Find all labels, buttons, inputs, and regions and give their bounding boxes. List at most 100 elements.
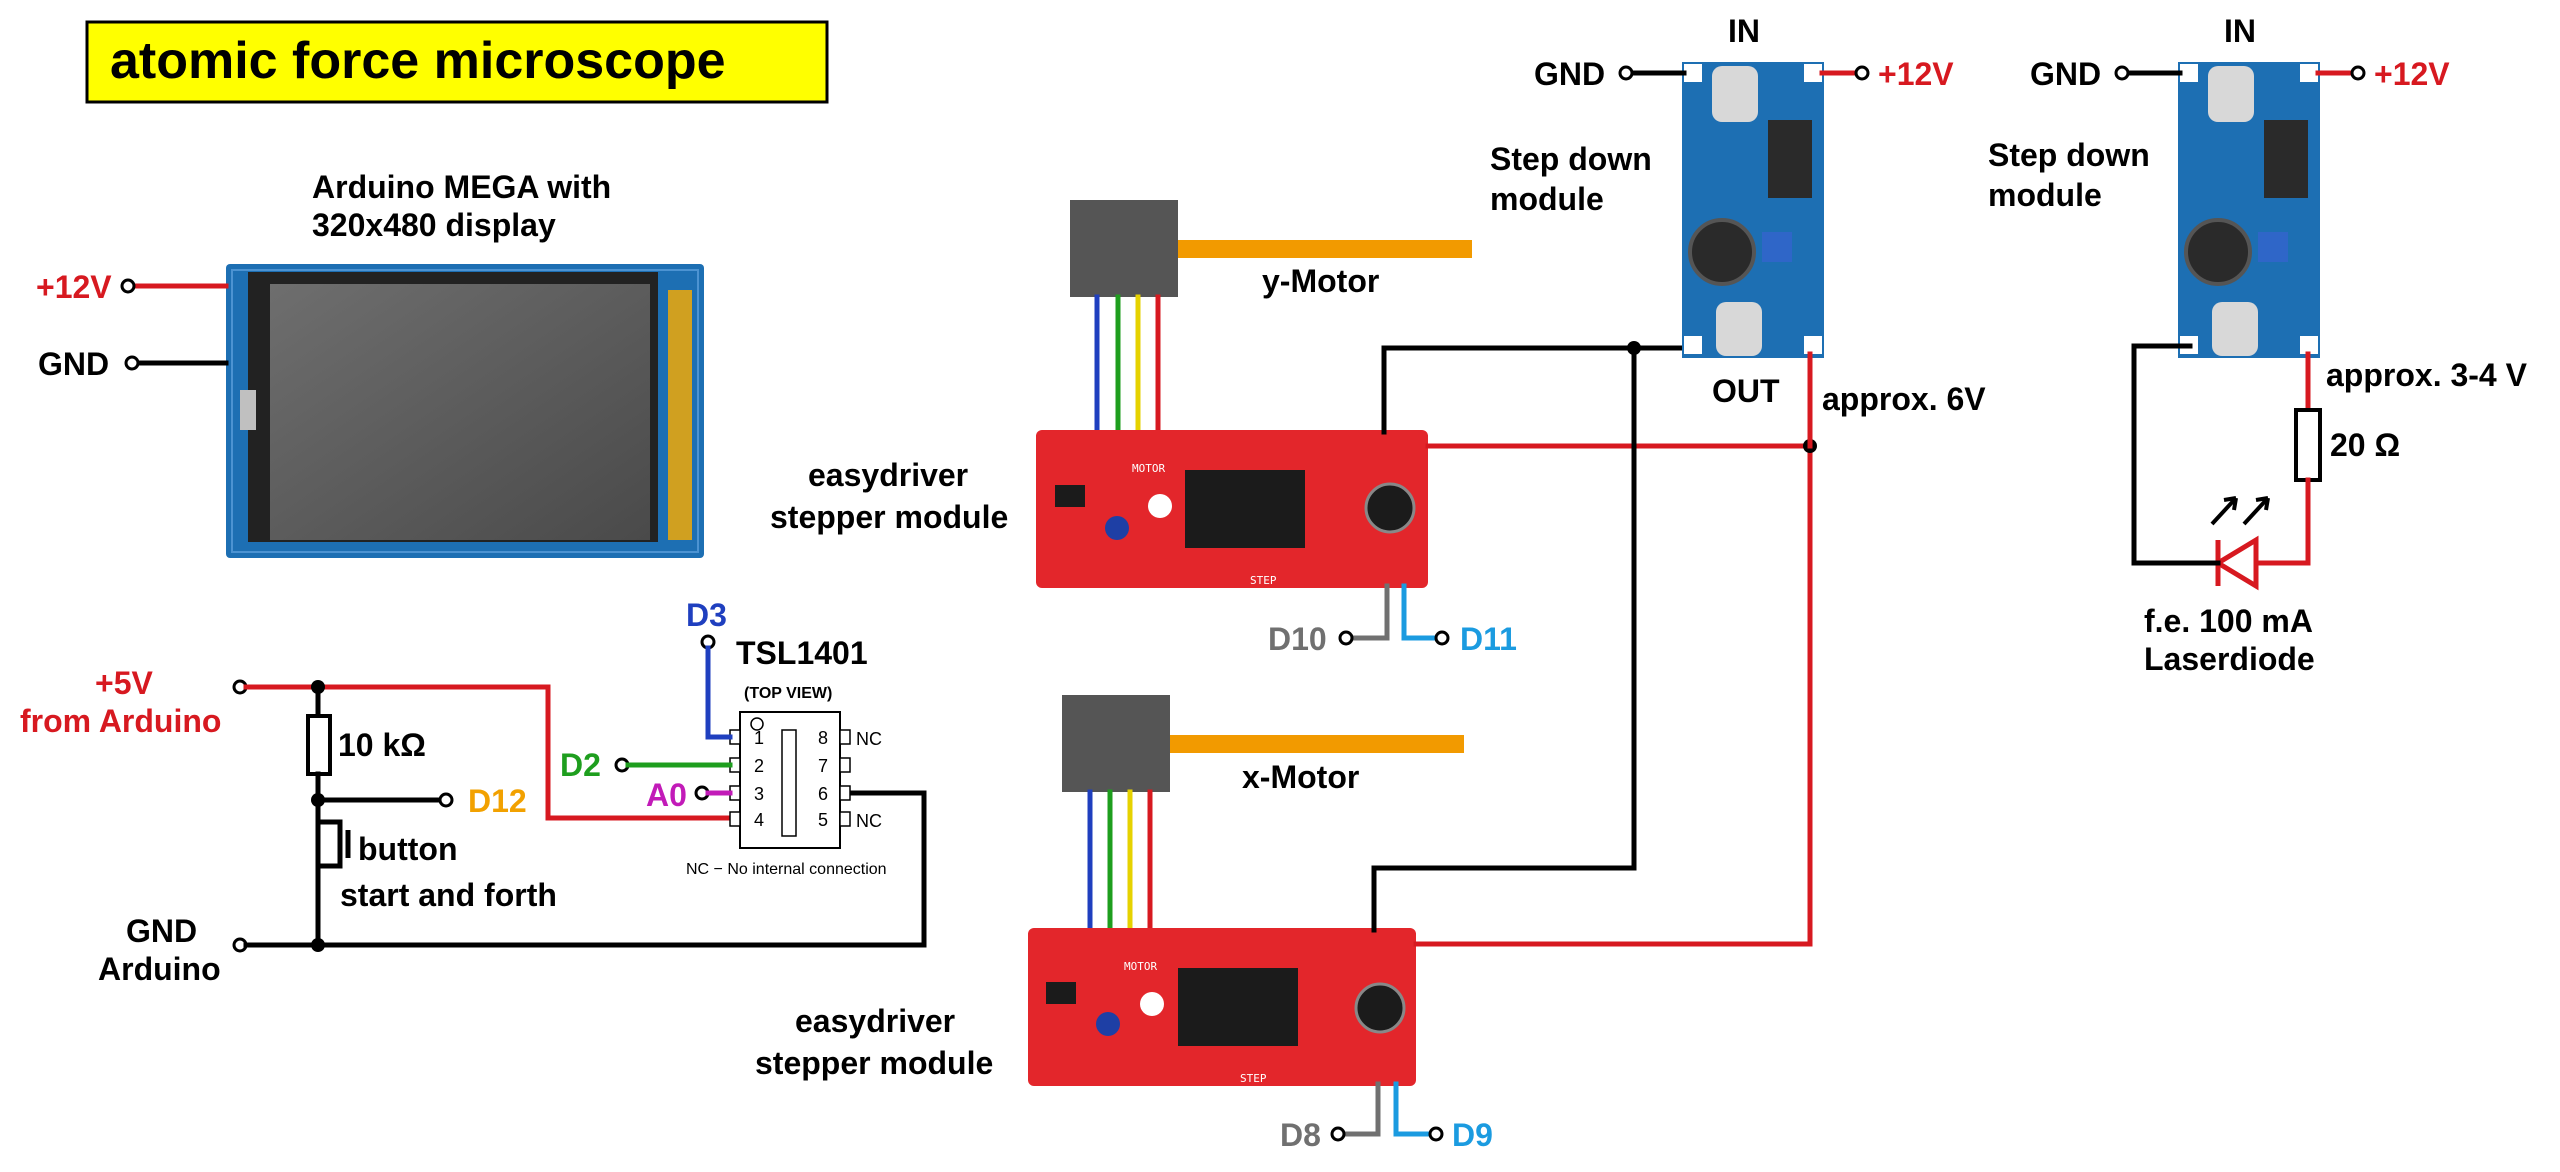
tsl1401-nc8-label: NC <box>856 729 882 749</box>
driver-top-d10-wire <box>1347 583 1390 641</box>
resistor-20-label: 20 Ω <box>2330 427 2400 463</box>
tsl1401: TSL1401 (TOP VIEW) 1 2 3 4 8 7 6 5 NC NC… <box>560 597 887 878</box>
tsl1401-pin-1: 1 <box>754 728 764 748</box>
arduino-12v-terminal <box>120 278 136 294</box>
stepdown2-pad-vout <box>2300 336 2318 354</box>
laser-label-line2: Laserdiode <box>2144 641 2315 677</box>
stepdown1-pad-gnd-in <box>1684 64 1702 82</box>
driver-top-label-line2: stepper module <box>770 499 1008 535</box>
driver-bottom-d9-wire <box>1393 1081 1435 1137</box>
stepdown1-12v-label: +12V <box>1878 56 1954 92</box>
v5-wire <box>243 684 733 821</box>
v5-label-line2: from Arduino <box>20 703 221 739</box>
easydriver-bottom-capacitor <box>1354 982 1406 1034</box>
button-symbol <box>318 819 343 869</box>
arduino-label-line1: Arduino MEGA with <box>312 169 611 205</box>
laser-emission-arrow-2 <box>2242 496 2270 526</box>
gnd-arduino-label-line2: Arduino <box>98 951 221 987</box>
stepdown1-pad-gnd-out <box>1684 336 1702 354</box>
stepdown2-gnd-label: GND <box>2030 56 2101 92</box>
driver-top-label-line1: easydriver <box>808 457 968 493</box>
display-connector <box>240 390 256 430</box>
display-board-edge <box>231 269 699 553</box>
tsl1401-d3-label: D3 <box>686 597 727 633</box>
driver-bottom-d8-terminal <box>1330 1126 1346 1142</box>
easydriver-top-motor-silk: MOTOR <box>1132 462 1165 475</box>
easydriver-bottom-step-silk: STEP <box>1240 1072 1267 1085</box>
stepdown2-regulator <box>2264 120 2308 198</box>
resistor-10k <box>306 714 332 776</box>
tsl1401-pin-box-5 <box>839 811 851 827</box>
tsl1401-pin-6: 6 <box>818 784 828 804</box>
stepdown1-gnd-terminal <box>1618 65 1634 81</box>
tsl1401-pin-box-6 <box>839 785 851 801</box>
tsl1401-pin-7: 7 <box>818 756 828 776</box>
gnd-arduino-label-line1: GND <box>126 913 197 949</box>
button-label-line1: button <box>358 831 458 867</box>
easydriver-top-regulator <box>1055 485 1085 507</box>
arduino-12v-label: +12V <box>36 269 112 305</box>
stepdown2-cap-top <box>2208 66 2254 122</box>
laser-emission-arrowhead-1 <box>2223 496 2238 511</box>
easydriver-bottom-pot <box>1096 1012 1120 1036</box>
easydriver-top-hole <box>1148 494 1172 518</box>
stepdown2-pad-gnd-in <box>2180 64 2198 82</box>
stepdown1-cap-top <box>1712 66 1758 122</box>
stepdown1-out-label: OUT <box>1712 373 1780 409</box>
arduino-gnd-label: GND <box>38 346 109 382</box>
stepdown2-approx-label: approx. 3-4 V <box>2326 357 2528 393</box>
stepdown-module-2: IN <box>2178 13 2320 358</box>
stepdown-module-1: IN <box>1682 13 1824 358</box>
sensor-circuit: +5V from Arduino 10 kΩ D12 button start … <box>20 665 927 987</box>
y-motor-body <box>1070 200 1178 297</box>
stepdown1-pad-vin <box>1804 64 1822 82</box>
x-motor-body <box>1062 695 1170 792</box>
easydriver-top-capacitor <box>1364 482 1416 534</box>
easydriver-top-chip <box>1185 470 1305 548</box>
driver-bottom-d9-terminal <box>1428 1126 1444 1142</box>
stepdown1-inductor <box>1688 218 1756 286</box>
d12-terminal <box>438 792 454 808</box>
stepdown1-name-line2: module <box>1490 181 1604 217</box>
arduino-label-line2: 320x480 display <box>312 207 556 243</box>
stepdown1-name-line1: Step down <box>1490 141 1652 177</box>
v5-label-line1: +5V <box>95 665 153 701</box>
stepdown2-name-line1: Step down <box>1988 137 2150 173</box>
easydriver-bottom-regulator <box>1046 982 1076 1004</box>
stepdown1-12v-terminal <box>1854 65 1870 81</box>
tsl1401-view: (TOP VIEW) <box>744 685 832 702</box>
driver-bottom-label-line2: stepper module <box>755 1045 993 1081</box>
y-motor: y-Motor <box>1070 200 1472 445</box>
stepdown1-regulator <box>1768 120 1812 198</box>
driver-top-gnd-wire <box>1381 345 1683 435</box>
stepdown2-12v-label: +12V <box>2374 56 2450 92</box>
laser-diode-symbol <box>2213 535 2259 591</box>
stepdown2-cap-bottom <box>2212 302 2258 356</box>
button-label-line2: start and forth <box>340 877 557 913</box>
x-motor-label: x-Motor <box>1242 759 1359 795</box>
tsl1401-pin-8: 8 <box>818 728 828 748</box>
tsl1401-nc5-label: NC <box>856 811 882 831</box>
stepdown1-trimpot <box>1762 232 1792 262</box>
tsl1401-pin-box-4 <box>729 811 741 827</box>
arduino-gnd-terminal <box>124 355 140 371</box>
stepdown2-gnd-terminal <box>2114 65 2130 81</box>
tsl1401-d2-label: D2 <box>560 747 601 783</box>
tsl1401-pin-box-8 <box>839 729 851 745</box>
tsl1401-pin-5: 5 <box>818 810 828 830</box>
driver-bottom-d8-wire <box>1339 1081 1381 1137</box>
easydriver-top-pot <box>1105 516 1129 540</box>
driver-bottom-label-line1: easydriver <box>795 1003 955 1039</box>
title-box: atomic force microscope <box>85 20 829 104</box>
laser-emission-arrowhead-2 <box>2255 496 2270 511</box>
tsl1401-pin-4: 4 <box>754 810 764 830</box>
gnd-junction <box>1627 341 1641 355</box>
title-background <box>85 20 829 104</box>
tsl1401-pin-box-7 <box>839 757 851 773</box>
stepdown1-gnd-label: GND <box>1534 56 1605 92</box>
tsl1401-pin1-marker <box>750 717 764 731</box>
laser-label-line1: f.e. 100 mA <box>2144 603 2313 639</box>
easydriver-top: MOTOR STEP <box>1036 430 1428 588</box>
y-motor-label: y-Motor <box>1262 263 1379 299</box>
